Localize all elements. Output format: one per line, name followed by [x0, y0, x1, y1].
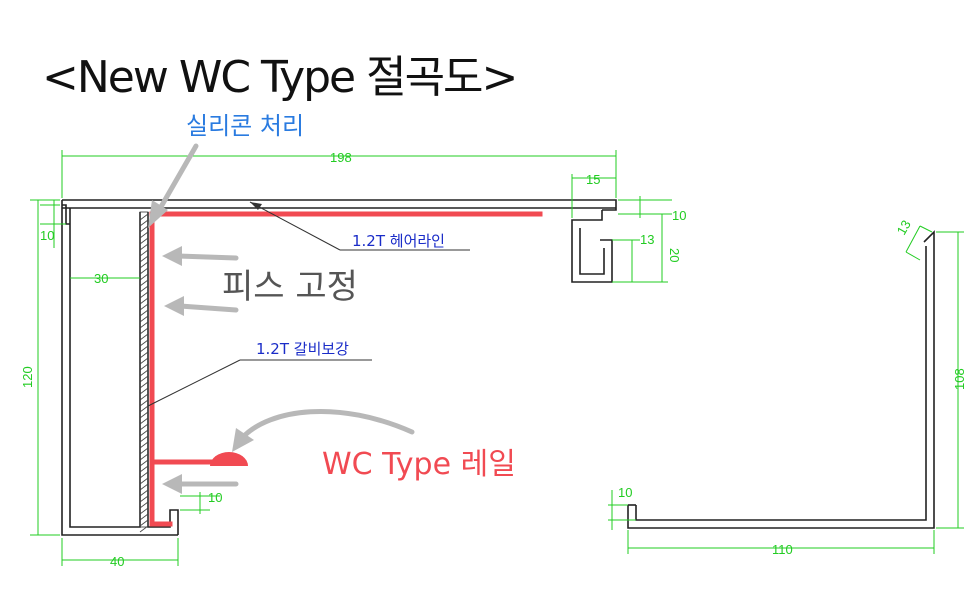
hatch-line [139, 519, 149, 527]
silicone-label: 실리콘 처리 [186, 112, 304, 140]
hatch-line [139, 387, 149, 395]
hatch-line [139, 363, 149, 371]
hatch-line [139, 501, 149, 509]
hatch-line [139, 411, 149, 419]
hatch-line [139, 417, 149, 425]
dim-13-small: 13 [640, 232, 654, 247]
hatch-line [139, 405, 149, 413]
hatch-line [139, 399, 149, 407]
drawing-title: <New WC Type 절곡도> [42, 52, 516, 103]
left-profile [61, 199, 617, 536]
dim-10-right-bottom: 10 [618, 485, 632, 500]
hatch-line [139, 381, 149, 389]
hatch-line [139, 483, 149, 491]
hatch-line [139, 477, 149, 485]
hatch-line [139, 273, 149, 281]
hatch-line [139, 435, 149, 443]
hatch-line [139, 321, 149, 329]
hatch-line [139, 231, 149, 239]
dim-30: 30 [94, 271, 108, 286]
dim-13-right: 13 [894, 217, 914, 237]
hatch-line [139, 423, 149, 431]
dim-198: 198 [330, 150, 352, 165]
hatch-line [139, 429, 149, 437]
hatch-line [139, 285, 149, 293]
hatch-line [139, 297, 149, 305]
hatch-line [139, 237, 149, 245]
hatch-line [139, 513, 149, 521]
hatch-line [139, 213, 149, 221]
hatch-line [139, 219, 149, 227]
wc-rail-label: WC Type 레일 [322, 447, 516, 482]
dim-40: 40 [110, 554, 124, 569]
hatch-line [139, 507, 149, 515]
hatch-line [139, 249, 149, 257]
dim-10-left: 10 [40, 228, 54, 243]
hatch-line [139, 225, 149, 233]
dim-15: 15 [586, 172, 600, 187]
hatch-line [139, 243, 149, 251]
dim-120: 120 [20, 366, 35, 388]
hatch-line [139, 255, 149, 263]
hatch-line [139, 375, 149, 383]
rib-label: 1.2T 갈비보강 [256, 340, 349, 358]
dim-10-bottom: 10 [208, 490, 222, 505]
hatch-line [139, 351, 149, 359]
hatch-line [139, 279, 149, 287]
hatch-line [139, 459, 149, 467]
hatch-line [139, 345, 149, 353]
dim-20: 20 [667, 248, 682, 262]
dimension-texts: 198 15 10 13 20 10 30 120 10 40 13 108 1… [20, 150, 967, 569]
hatch-line [139, 369, 149, 377]
hatch-line [139, 465, 149, 473]
hatch-line [139, 489, 149, 497]
hatch-line [139, 447, 149, 455]
hatch-line [139, 333, 149, 341]
hatch-line [139, 525, 149, 533]
hatch-line [139, 339, 149, 347]
dim-110: 110 [772, 542, 793, 557]
hatch-line [139, 303, 149, 311]
hatch-line [139, 441, 149, 449]
hatch-line [139, 357, 149, 365]
hatch-line [139, 309, 149, 317]
dimension-lines [30, 150, 964, 566]
hatch-line [139, 261, 149, 269]
wc-rail-shape [210, 452, 248, 466]
hatch-line [139, 471, 149, 479]
dim-10-top-right: 10 [672, 208, 686, 223]
hatch-line [139, 291, 149, 299]
annotations: 실리콘 처리 1.2T 헤어라인 피스 고정 1.2T 갈비보강 WC Type… [147, 112, 516, 494]
hatch-line [139, 393, 149, 401]
hatch-line [139, 453, 149, 461]
hatch-line [139, 267, 149, 275]
hatch-line [139, 495, 149, 503]
red-reinforcement [149, 211, 543, 527]
right-profile [627, 230, 935, 529]
hatch-line [139, 315, 149, 323]
screw-fix-label: 피스 고정 [222, 267, 358, 307]
dim-108: 108 [952, 368, 967, 390]
hairline-label: 1.2T 헤어라인 [352, 232, 445, 250]
hatch-line [139, 327, 149, 335]
